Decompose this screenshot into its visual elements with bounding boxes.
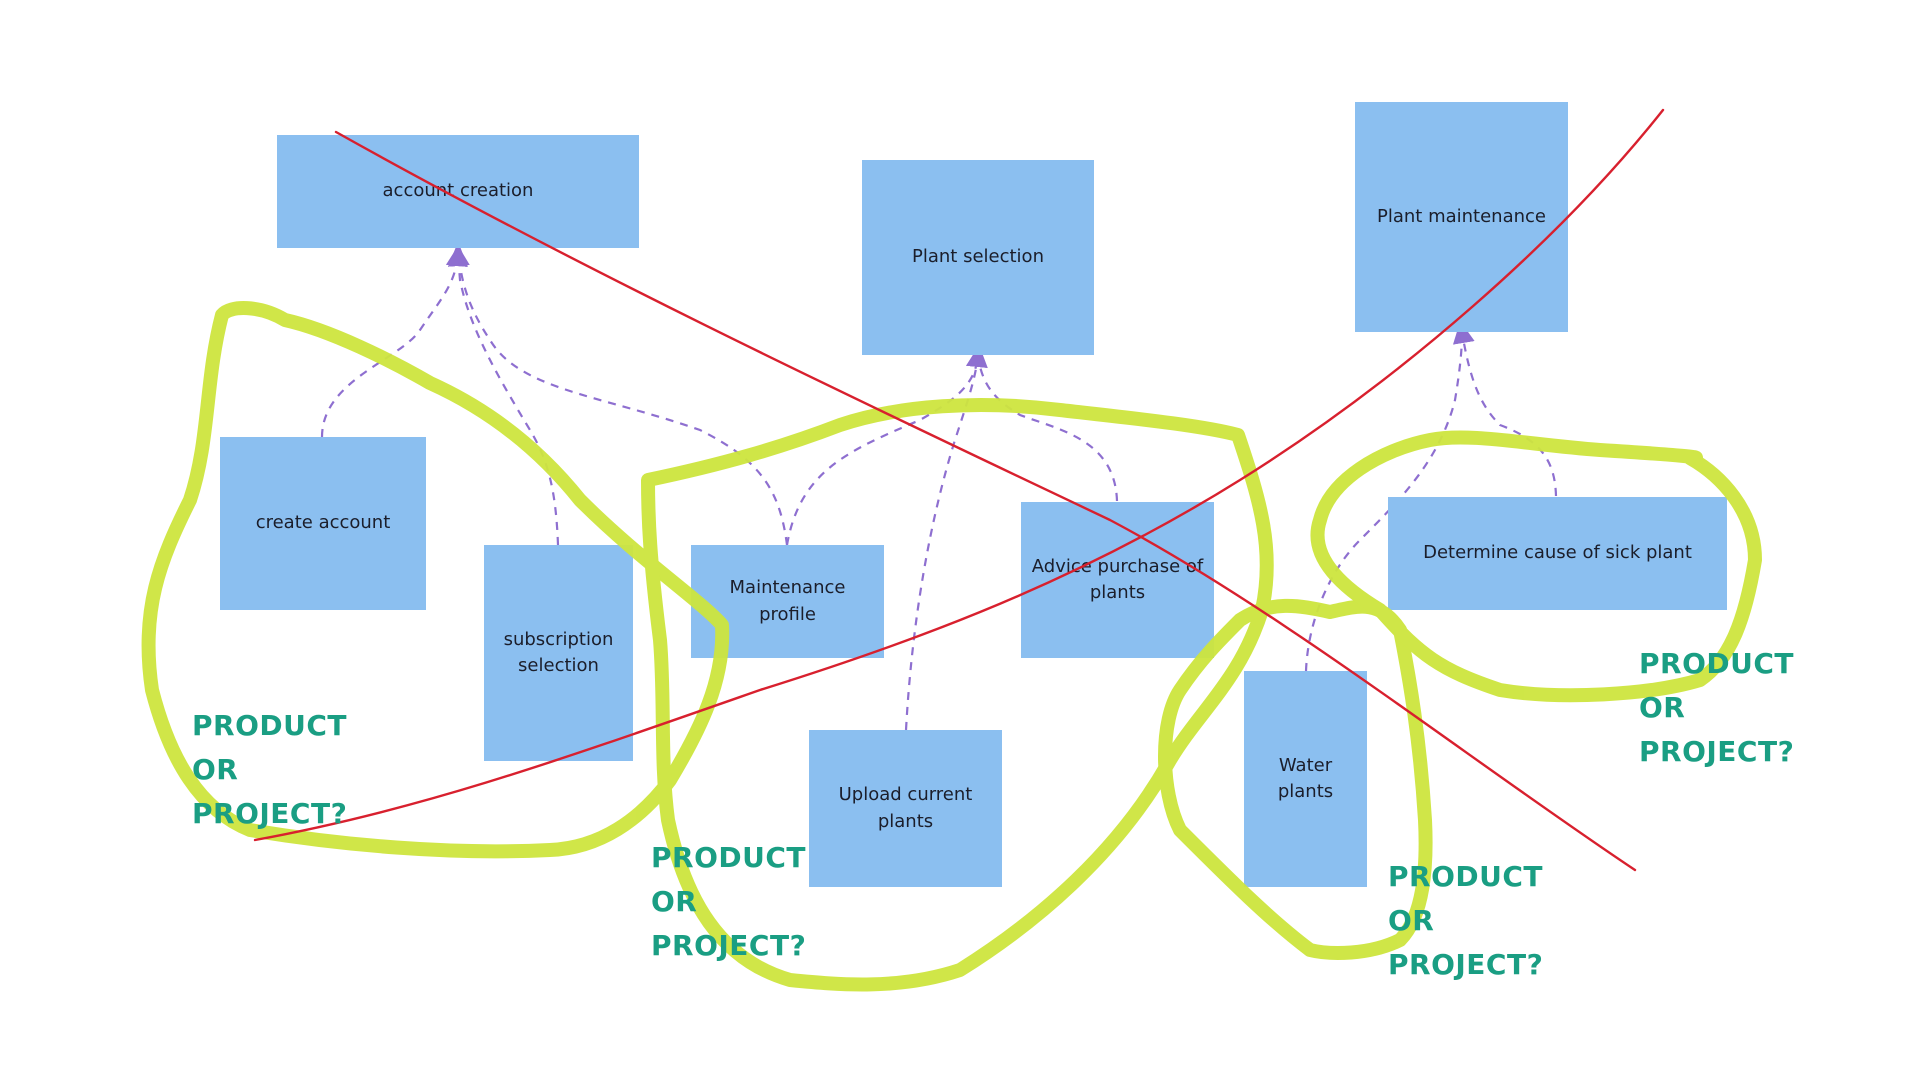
node-maintenance-profile[interactable]: Maintenance profile: [691, 545, 884, 658]
connector-maintenance-to-selection: [785, 345, 988, 546]
group-question-line3: PROJECT?: [651, 929, 807, 962]
group-question-label-4: PRODUCT OR PROJECT?: [1639, 642, 1794, 774]
connector-maintenance-to-account: [457, 257, 789, 546]
group-question-label-1: PRODUCT OR PROJECT?: [192, 704, 347, 836]
node-create-account[interactable]: create account: [220, 437, 426, 610]
group-question-line1: PRODUCT: [1639, 647, 1795, 680]
group-question-label-3: PRODUCT OR PROJECT?: [1388, 855, 1543, 987]
group-question-line3: PROJECT?: [192, 797, 348, 830]
group-question-line3: PROJECT?: [1639, 735, 1795, 768]
group-question-line2: OR: [1639, 691, 1686, 724]
connector-subscription: [447, 244, 560, 546]
group-question-label-2: PRODUCT OR PROJECT?: [651, 836, 806, 968]
group-question-line1: PRODUCT: [651, 841, 807, 874]
node-water-plants[interactable]: Water plants: [1244, 671, 1367, 887]
node-plant-maintenance[interactable]: Plant maintenance: [1355, 102, 1568, 332]
group-question-line1: PRODUCT: [1388, 860, 1544, 893]
group-question-line1: PRODUCT: [192, 709, 348, 742]
node-account-creation[interactable]: account creation: [277, 135, 639, 248]
node-plant-selection[interactable]: Plant selection: [862, 160, 1094, 355]
node-subscription-selection[interactable]: subscription selection: [484, 545, 633, 761]
node-advice-purchase[interactable]: Advice purchase of plants: [1021, 502, 1214, 658]
group-question-line2: OR: [192, 753, 239, 786]
connector-create-account: [320, 244, 468, 438]
group-question-line2: OR: [651, 885, 698, 918]
group-question-line2: OR: [1388, 904, 1435, 937]
node-upload-current-plants[interactable]: Upload current plants: [809, 730, 1002, 887]
group-question-line3: PROJECT?: [1388, 948, 1544, 981]
connector-determine: [1452, 321, 1558, 497]
connector-advice: [976, 355, 1119, 502]
connector-upload: [904, 355, 980, 731]
node-determine-cause[interactable]: Determine cause of sick plant: [1388, 497, 1727, 610]
